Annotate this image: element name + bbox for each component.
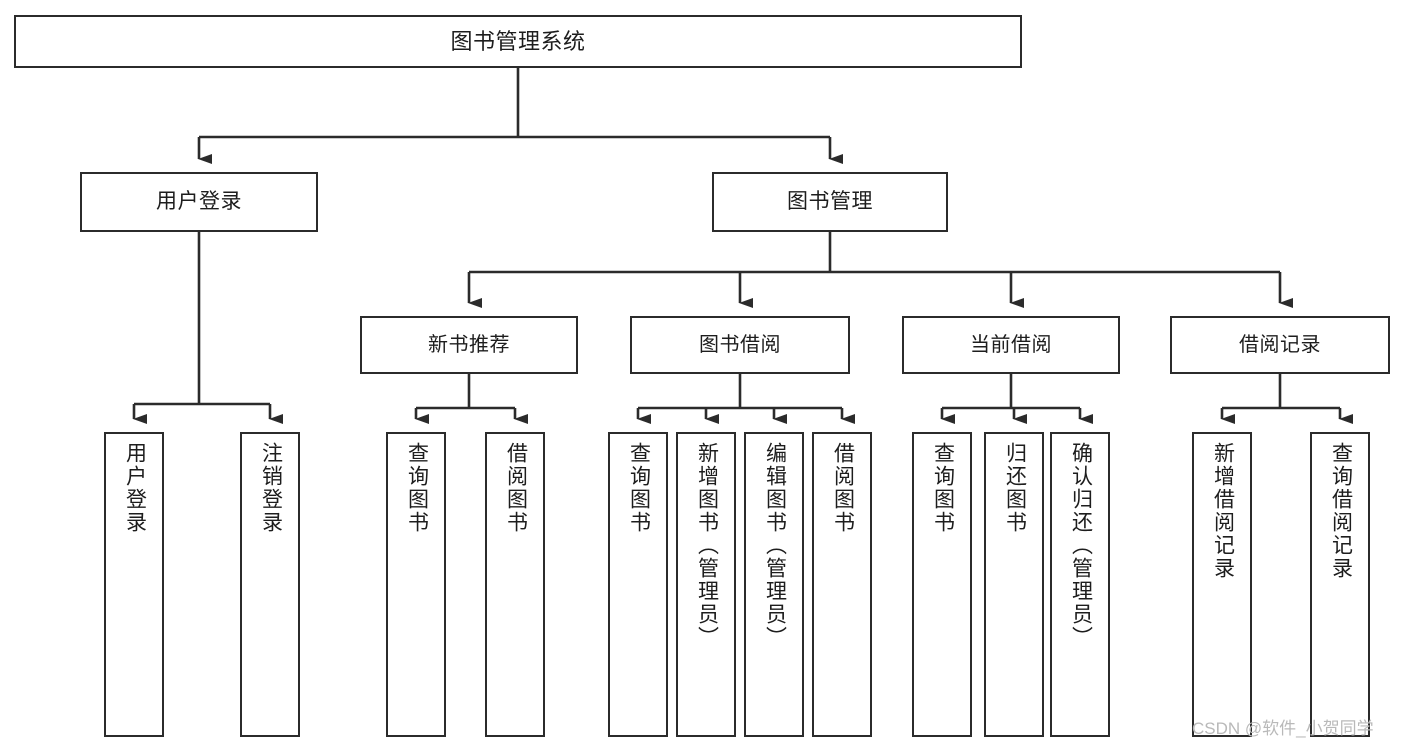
node-leaf-add-record[interactable]: 新增借阅记录 bbox=[1192, 432, 1252, 737]
node-leaf-add-book-label: 新增图书（管理员） bbox=[695, 442, 719, 649]
node-user-login-label: 用户登录 bbox=[156, 189, 242, 213]
node-leaf-user-logout[interactable]: 注销登录 bbox=[240, 432, 300, 737]
node-current-borrow-label: 当前借阅 bbox=[970, 333, 1052, 356]
node-leaf-confirm-return[interactable]: 确认归还（管理员） bbox=[1050, 432, 1110, 737]
node-user-login[interactable]: 用户登录 bbox=[80, 172, 318, 232]
node-leaf-return-book[interactable]: 归还图书 bbox=[984, 432, 1044, 737]
node-book-manage-label: 图书管理 bbox=[787, 189, 873, 213]
node-leaf-confirm-return-label: 确认归还（管理员） bbox=[1069, 442, 1093, 649]
node-leaf-edit-book-label: 编辑图书（管理员） bbox=[763, 442, 787, 649]
node-leaf-user-login-label: 用户登录 bbox=[123, 442, 147, 534]
node-leaf-borrow-book-rec[interactable]: 借阅图书 bbox=[485, 432, 545, 737]
node-leaf-query-book-cur-label: 查询图书 bbox=[931, 442, 955, 534]
node-book-borrow-label: 图书借阅 bbox=[699, 333, 781, 356]
node-leaf-add-record-label: 新增借阅记录 bbox=[1211, 442, 1235, 580]
node-leaf-query-record-label: 查询借阅记录 bbox=[1329, 442, 1353, 580]
node-leaf-borrow-book[interactable]: 借阅图书 bbox=[812, 432, 872, 737]
node-leaf-return-book-label: 归还图书 bbox=[1003, 442, 1027, 534]
node-leaf-user-logout-label: 注销登录 bbox=[259, 442, 283, 534]
node-borrow-record-label: 借阅记录 bbox=[1239, 333, 1321, 356]
watermark: CSDN @软件_小贺同学 bbox=[1192, 719, 1374, 738]
node-leaf-borrow-book-rec-label: 借阅图书 bbox=[504, 442, 528, 534]
node-leaf-borrow-book-label: 借阅图书 bbox=[831, 442, 855, 534]
node-leaf-edit-book[interactable]: 编辑图书（管理员） bbox=[744, 432, 804, 737]
node-leaf-add-book[interactable]: 新增图书（管理员） bbox=[676, 432, 736, 737]
node-leaf-query-record[interactable]: 查询借阅记录 bbox=[1310, 432, 1370, 737]
node-leaf-query-book-rec[interactable]: 查询图书 bbox=[386, 432, 446, 737]
node-root[interactable]: 图书管理系统 bbox=[14, 15, 1022, 68]
node-new-book-rec-label: 新书推荐 bbox=[428, 333, 510, 356]
node-leaf-user-login[interactable]: 用户登录 bbox=[104, 432, 164, 737]
node-root-label: 图书管理系统 bbox=[450, 28, 586, 54]
node-leaf-query-book-rec-label: 查询图书 bbox=[405, 442, 429, 534]
node-book-manage[interactable]: 图书管理 bbox=[712, 172, 948, 232]
node-leaf-query-book-borrow-label: 查询图书 bbox=[627, 442, 651, 534]
node-new-book-rec[interactable]: 新书推荐 bbox=[360, 316, 578, 374]
node-borrow-record[interactable]: 借阅记录 bbox=[1170, 316, 1390, 374]
node-current-borrow[interactable]: 当前借阅 bbox=[902, 316, 1120, 374]
node-leaf-query-book-cur[interactable]: 查询图书 bbox=[912, 432, 972, 737]
node-leaf-query-book-borrow[interactable]: 查询图书 bbox=[608, 432, 668, 737]
node-book-borrow[interactable]: 图书借阅 bbox=[630, 316, 850, 374]
